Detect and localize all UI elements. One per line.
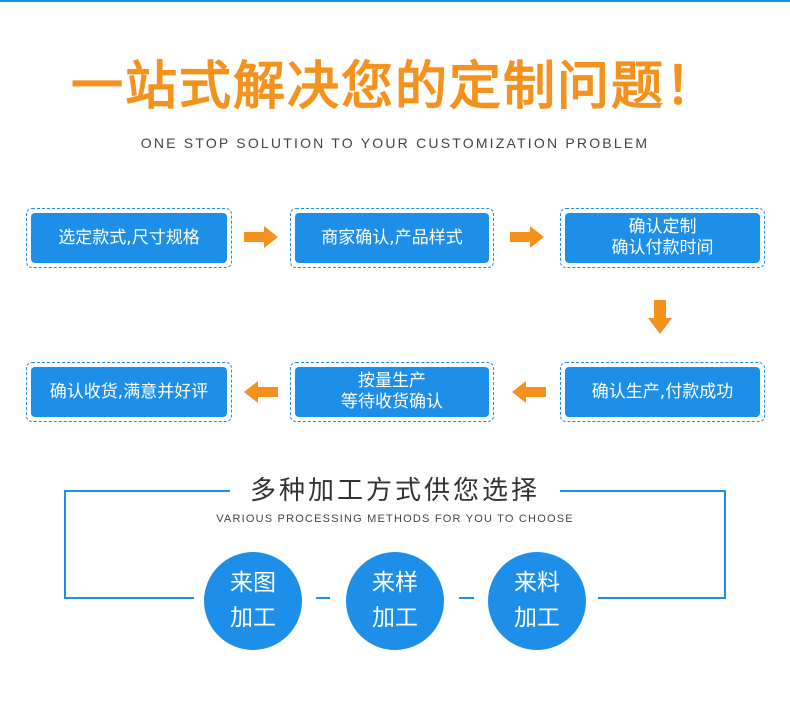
step-2-label: 商家确认,产品样式	[295, 213, 489, 263]
page-title: 一站式解决您的定制问题！	[70, 57, 719, 117]
step-3-label: 确认定制 确认付款时间	[565, 213, 760, 263]
methods-heading: 多种加工方式供您选择	[230, 472, 560, 510]
step-6-label: 确认收货,满意并好评	[31, 367, 227, 417]
page-subtitle: ONE STOP SOLUTION TO YOUR CUSTOMIZATION …	[140, 135, 650, 151]
frame-bottom-line	[64, 597, 194, 599]
arrow-right-icon	[244, 226, 278, 248]
step-3: 确认定制 确认付款时间	[560, 208, 765, 268]
step-5: 按量生产 等待收货确认	[290, 362, 494, 422]
frame-bottom-line	[459, 597, 474, 599]
frame-bottom-line	[316, 597, 330, 599]
arrow-down-icon	[648, 300, 672, 334]
step-4-label: 确认生产,付款成功	[565, 367, 760, 417]
arrow-left-icon	[244, 381, 278, 403]
method-material-processing: 来料 加工	[488, 552, 586, 650]
method-sample-processing: 来样 加工	[346, 552, 444, 650]
method-drawing-processing: 来图 加工	[204, 552, 302, 650]
step-4: 确认生产,付款成功	[560, 362, 765, 422]
frame-bottom-line	[598, 597, 726, 599]
step-5-label: 按量生产 等待收货确认	[295, 367, 489, 417]
arrow-right-icon	[510, 226, 544, 248]
step-1-label: 选定款式,尺寸规格	[31, 213, 227, 263]
step-6: 确认收货,满意并好评	[26, 362, 232, 422]
methods-subheading: VARIOUS PROCESSING METHODS FOR YOU TO CH…	[216, 513, 574, 525]
step-2: 商家确认,产品样式	[290, 208, 494, 268]
step-1: 选定款式,尺寸规格	[26, 208, 232, 268]
top-border	[0, 0, 790, 2]
arrow-left-icon	[512, 381, 546, 403]
